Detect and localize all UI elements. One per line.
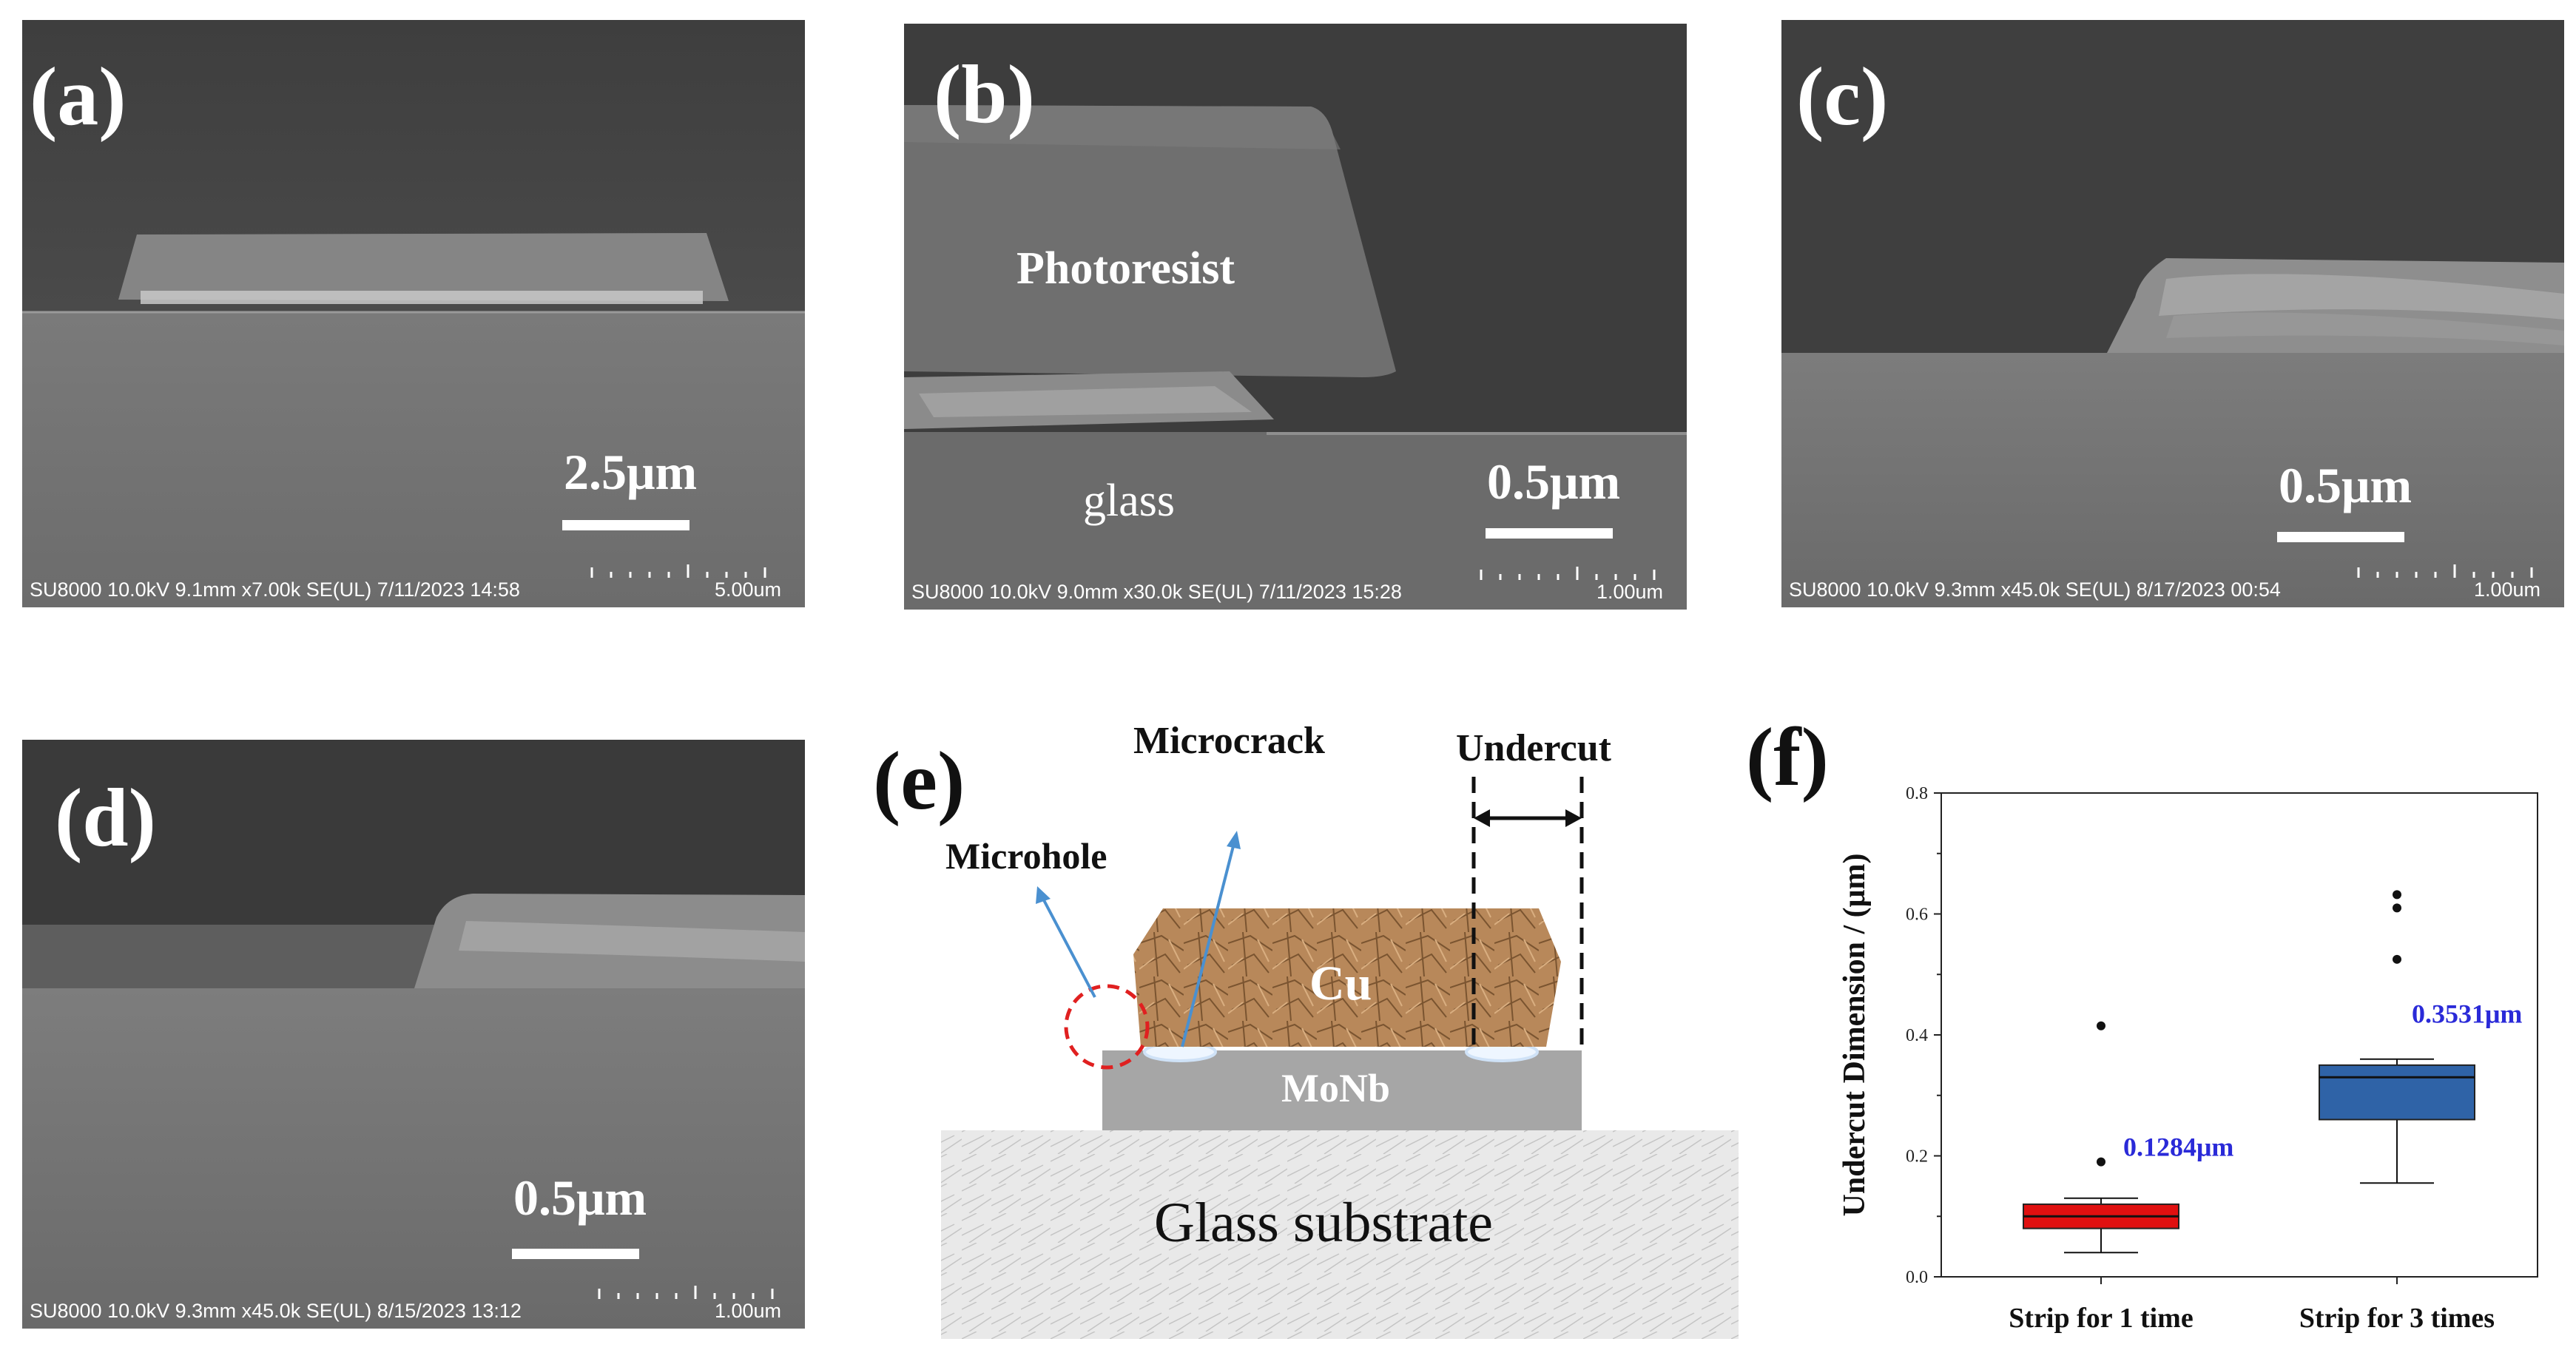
sem-footer-a: SU8000 10.0kV 9.1mm x7.00k SE(UL) 7/11/2… bbox=[22, 573, 805, 607]
sem-scene-b bbox=[904, 24, 1687, 610]
cu-label: Cu bbox=[1309, 956, 1372, 1010]
mean-annotation: 0.3531μm bbox=[2412, 999, 2522, 1029]
schematic-drawing bbox=[941, 777, 1739, 1339]
ruler-ticks-a bbox=[590, 564, 766, 578]
panel-label-b: (b) bbox=[934, 49, 1035, 141]
monb-label: MoNb bbox=[1281, 1066, 1390, 1110]
panel-label-e: (e) bbox=[873, 735, 965, 827]
x-category-label: Strip for 3 times bbox=[2299, 1303, 2495, 1334]
sem-scene-a bbox=[22, 20, 805, 607]
y-tick-label: 0.0 bbox=[1906, 1268, 1928, 1287]
sem-ruler-label-d: 1.00um bbox=[714, 1300, 781, 1322]
undercut-label: Undercut bbox=[1456, 727, 1611, 769]
sem-image-b: (b) Photoresist glass 0.5μm SU8000 10.0k… bbox=[904, 24, 1687, 610]
y-tick-label: 0.2 bbox=[1906, 1147, 1928, 1167]
microcrack-label: Microcrack bbox=[1133, 720, 1325, 762]
sem-footer-d: SU8000 10.0kV 9.3mm x45.0k SE(UL) 8/15/2… bbox=[22, 1295, 805, 1329]
sem-image-d: (d) 0.5μm SU8000 10.0kV 9.3mm x45.0k SE(… bbox=[22, 740, 805, 1329]
sem-metadata-a: SU8000 10.0kV 9.1mm x7.00k SE(UL) 7/11/2… bbox=[30, 578, 520, 601]
scale-bar-b bbox=[1486, 528, 1613, 539]
glass-substrate-label: Glass substrate bbox=[1154, 1192, 1494, 1254]
scale-label-c: 0.5μm bbox=[2279, 457, 2413, 513]
sem-metadata-b: SU8000 10.0kV 9.0mm x30.0k SE(UL) 7/11/2… bbox=[911, 581, 1402, 603]
sem-metadata-c: SU8000 10.0kV 9.3mm x45.0k SE(UL) 8/17/2… bbox=[1789, 578, 2281, 601]
x-category-label: Strip for 1 time bbox=[2009, 1303, 2193, 1334]
sem-ruler-label-b: 1.00um bbox=[1596, 581, 1663, 603]
outlier-point bbox=[2393, 890, 2401, 900]
y-tick-label: 0.6 bbox=[1906, 905, 1928, 925]
outlier-point bbox=[2097, 1157, 2105, 1167]
sem-ruler-label-c: 1.00um bbox=[2473, 578, 2540, 601]
photoresist-label: Photoresist bbox=[1016, 243, 1235, 294]
panel-label-a: (a) bbox=[30, 51, 127, 143]
sem-scene-d bbox=[22, 740, 805, 1329]
sem-image-a: (a) 2.5μm SU8000 10.0kV 9.1mm x7.00k SE(… bbox=[22, 20, 805, 607]
sem-ruler-label-a: 5.00um bbox=[714, 578, 781, 601]
sem-metadata-d: SU8000 10.0kV 9.3mm x45.0k SE(UL) 8/15/2… bbox=[30, 1300, 522, 1322]
sem-scene-c bbox=[1781, 20, 2564, 607]
sem-footer-c: SU8000 10.0kV 9.3mm x45.0k SE(UL) 8/17/2… bbox=[1781, 573, 2564, 607]
panel-label-d: (d) bbox=[55, 772, 156, 864]
panel-label-f: (f) bbox=[1746, 712, 1829, 803]
microhole-label: Microhole bbox=[945, 835, 1107, 877]
scale-label-d: 0.5μm bbox=[513, 1170, 647, 1226]
panel-label-c: (c) bbox=[1796, 51, 1889, 143]
mean-annotation: 0.1284μm bbox=[2123, 1133, 2233, 1162]
sem-image-c: (c) 0.5μm SU8000 10.0kV 9.3mm x45.0k SE(… bbox=[1781, 20, 2564, 607]
y-axis-label: Undercut Dimension / (μm) bbox=[1838, 854, 1872, 1217]
cu-layer bbox=[1133, 908, 1561, 1047]
sem-footer-b: SU8000 10.0kV 9.0mm x30.0k SE(UL) 7/11/2… bbox=[904, 576, 1687, 610]
glass-label: glass bbox=[1083, 476, 1175, 526]
outlier-point bbox=[2097, 1021, 2105, 1030]
glass-substrate bbox=[941, 1130, 1739, 1339]
scale-bar-c bbox=[2277, 532, 2404, 542]
scale-label-a: 2.5μm bbox=[564, 444, 698, 500]
outlier-point bbox=[2393, 903, 2401, 913]
scale-label-b: 0.5μm bbox=[1487, 453, 1621, 510]
schematic-e: (e) Microcrack Undercut Microhole Cu MoN… bbox=[873, 710, 1746, 1346]
outlier-point bbox=[2393, 954, 2401, 964]
scale-bar-a bbox=[562, 520, 689, 530]
monb-layer bbox=[1102, 1050, 1582, 1130]
ruler-ticks-b bbox=[1480, 567, 1656, 580]
ruler-ticks-d bbox=[598, 1286, 774, 1299]
box bbox=[2319, 1064, 2475, 1121]
ruler-ticks-c bbox=[2357, 564, 2533, 578]
scale-bar-d bbox=[512, 1249, 639, 1259]
microhole-marker bbox=[1064, 984, 1150, 1070]
y-tick-label: 0.8 bbox=[1906, 784, 1928, 803]
y-tick-label: 0.4 bbox=[1906, 1026, 1928, 1045]
